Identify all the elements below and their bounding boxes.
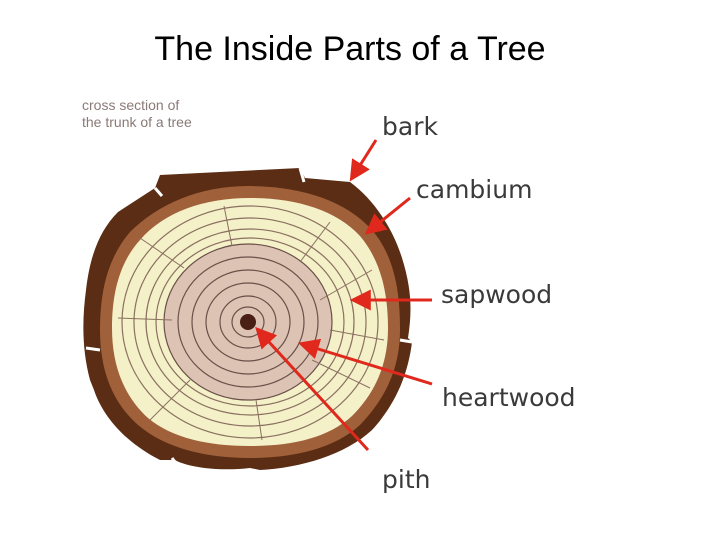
heartwood-growth-rings: [163, 243, 333, 401]
label-sapwood: sapwood: [441, 280, 553, 309]
sapwood-growth-rings: [121, 205, 379, 439]
bark-split: [298, 167, 306, 183]
arrow-heartwood: [297, 338, 433, 386]
wood-rays: [117, 205, 385, 441]
bark-split: [153, 187, 164, 197]
label-pith: pith: [382, 465, 431, 494]
bark-split: [170, 457, 180, 467]
caption-line-2: the trunk of a tree: [82, 114, 192, 130]
arrow-bark: [349, 139, 378, 182]
arrow-cambium: [364, 196, 411, 235]
bark-split: [85, 346, 101, 352]
arrow-pith: [255, 326, 370, 452]
pith-center: [240, 314, 256, 330]
label-cambium: cambium: [416, 175, 533, 204]
label-heartwood: heartwood: [442, 383, 576, 412]
page-title: The Inside Parts of a Tree: [154, 30, 546, 68]
label-bark: bark: [382, 112, 438, 141]
diagram-caption: cross section of the trunk of a tree: [82, 97, 262, 131]
bark-split: [399, 338, 413, 344]
caption-line-1: cross section of: [82, 97, 180, 113]
pointer-arrows: [255, 139, 433, 452]
